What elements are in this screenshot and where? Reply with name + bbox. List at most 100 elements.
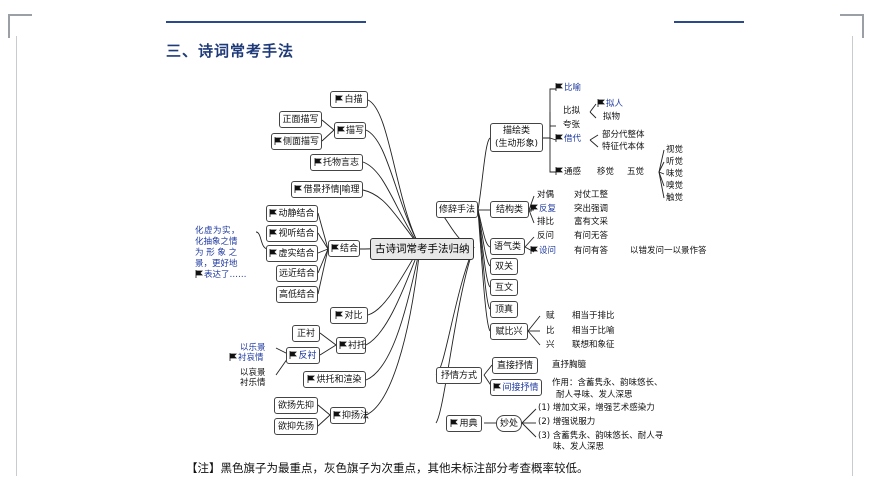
flag-black-icon [308, 375, 316, 383]
flag-black-icon [555, 134, 563, 142]
flag-black-icon [195, 270, 203, 278]
flag-black-icon [337, 126, 345, 134]
label-fuyu: 富有文采 [574, 217, 609, 227]
node-jiejing-label: 借景抒情 [303, 185, 340, 195]
node-zhengmian: 正面描写 [279, 111, 322, 128]
flag-black-icon [314, 158, 322, 166]
flag-black-icon [555, 83, 563, 91]
xushi-note-line5: 表达了…… [204, 270, 247, 280]
label-duizhang: 对仗工整 [574, 190, 609, 200]
label-wujue: 五觉 [627, 167, 645, 177]
flag-black-icon [290, 351, 298, 359]
node-jianjie: 间接抒情 [490, 379, 542, 396]
header-rule-left [166, 21, 366, 23]
label-miaochu-0: (1) 增加文采，增强艺术感染力 [538, 403, 655, 413]
node-miaohui-line2: (生动形象) [494, 139, 539, 149]
node-miaohui: 描绘类 (生动形象) [490, 123, 543, 152]
node-jiehe-label: 结合 [340, 244, 359, 254]
label-tuchu: 突出强调 [574, 204, 609, 214]
node-fubixing: 赋比兴 [490, 323, 528, 340]
fanchen-note1-line1: 以乐景 [240, 343, 266, 353]
flag-black-icon [270, 209, 278, 217]
flag-black-icon [229, 353, 237, 361]
flag-black-icon [336, 95, 344, 103]
node-shiting-label: 视听结合 [278, 229, 315, 239]
xushi-note-line2: 化抽象之情 [195, 237, 238, 247]
xushi-note-line3: 为 形 象 之 [195, 248, 238, 258]
flag-black-icon [270, 249, 278, 257]
node-shuqing: 抒情方式 [436, 367, 482, 384]
flag-black-icon [494, 383, 502, 391]
node-yongdian-label: 用典 [459, 419, 478, 429]
label-fu: 赋 [546, 311, 555, 321]
flag-black-icon [530, 204, 538, 212]
xushi-note-line4: 景，更好地 [195, 259, 238, 269]
label-tezheng: 特征代本体 [602, 142, 645, 152]
label-biyu: 比喻 [555, 83, 581, 94]
label-bufen: 部分代整体 [602, 130, 645, 140]
node-yuyi: 欲抑先扬 [274, 418, 318, 435]
node-chentuo-label: 衬托 [348, 341, 367, 351]
node-chentuo: 衬托 [336, 337, 366, 354]
node-miaoxie: 描写 [334, 122, 366, 139]
label-duiou: 对偶 [537, 190, 555, 200]
fanchen-note1-line2-text: 衬哀情 [238, 353, 264, 363]
footnote: 【注】黑色旗子为最重点，灰色旗子为次重点，其他未标注部分考查概率较低。 [186, 461, 589, 475]
label-youwenyouda: 有问有答 [574, 246, 609, 256]
node-zhengchen: 正衬 [292, 325, 320, 342]
node-baimiao-label: 白描 [344, 95, 363, 105]
node-tuowu: 托物言志 [310, 154, 363, 171]
node-miaoxie-label: 描写 [346, 126, 365, 136]
node-shiting: 视听结合 [266, 225, 318, 242]
label-yijue: 移觉 [597, 167, 615, 177]
node-miaohui-line1: 描绘类 [502, 126, 530, 136]
label-shewen-text: 设问 [539, 246, 557, 256]
label-paibi: 排比 [537, 217, 555, 227]
frame-right-line [852, 36, 853, 476]
node-zhijie: 直接抒情 [492, 357, 538, 374]
flag-black-icon [336, 311, 344, 319]
flag-black-icon [339, 341, 347, 349]
node-jiegou: 结构类 [490, 201, 529, 218]
label-jiedai: 借代 [555, 134, 581, 145]
label-miaochu-2: (3) 含蓄隽永、韵味悠长、耐人寻 [538, 431, 664, 441]
node-hongtuo: 烘托和渲染 [303, 371, 366, 388]
label-sense-4: 触觉 [666, 193, 684, 203]
node-yongdian: 用典 [446, 415, 482, 432]
label-shewen: 设问 [530, 246, 556, 257]
flag-black-icon [331, 244, 339, 252]
node-yuanjin: 远近结合 [276, 265, 318, 282]
label-bi-note: 相当于比喻 [572, 326, 615, 336]
center-node: 古诗词常考手法归纳 [370, 238, 474, 260]
flag-black-icon [270, 229, 278, 237]
label-fanwen: 反问 [537, 231, 555, 241]
node-huili-label: 喻理 [339, 185, 360, 195]
node-fanchen-label: 反衬 [298, 351, 317, 361]
label-niwu: 拟物 [603, 112, 621, 122]
frame-top-left-corner [8, 14, 32, 38]
flag-black-icon [530, 246, 538, 254]
node-cemian-label: 侧面描写 [283, 137, 320, 147]
label-xing-note: 联想和象征 [572, 340, 615, 350]
node-dingzhen: 顶真 [490, 301, 518, 318]
label-fu-note: 相当于排比 [572, 311, 615, 321]
fanchen-note2-line1: 以哀景 [240, 368, 266, 378]
node-fanchen: 反衬 [286, 347, 320, 364]
node-duibi-label: 对比 [344, 311, 363, 321]
label-youwen: 有问无答 [574, 231, 609, 241]
label-jiedai-text: 借代 [564, 134, 582, 144]
node-yiyang-label: 抑扬法 [342, 411, 370, 421]
flag-black-icon [333, 411, 341, 419]
node-xushi: 虚实结合 [266, 245, 318, 262]
node-jiejing: 借景抒情喻理 [291, 181, 363, 198]
label-yizhuofa: 以错发问一以景作答 [630, 246, 707, 256]
label-sense-1: 听觉 [666, 157, 684, 167]
flag-black-icon [295, 185, 303, 193]
flag-black-icon [451, 419, 459, 427]
label-jianjie-note2: 耐人寻味、发人深思 [556, 390, 633, 400]
node-duibi: 对比 [330, 307, 368, 324]
node-jianjie-label: 间接抒情 [502, 383, 539, 393]
label-niren-text: 拟人 [606, 99, 624, 109]
label-miaochu-1: (2) 增强说服力 [538, 417, 596, 427]
